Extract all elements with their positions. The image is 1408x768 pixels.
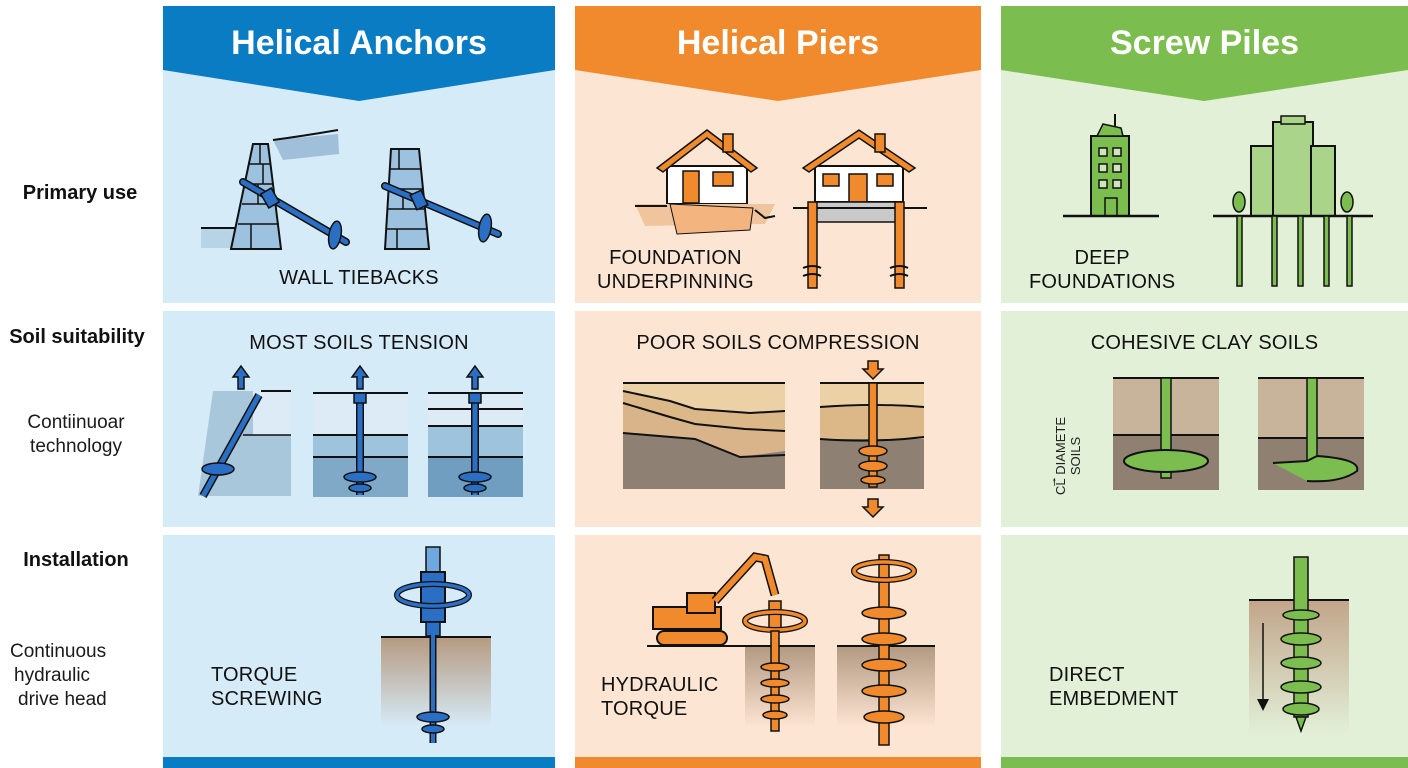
soil-sub-line-2: technology <box>30 436 122 457</box>
piles-primary-line-2: FOUNDATIONS <box>1029 271 1176 293</box>
install-sub-line-2: hydraulic <box>14 665 91 686</box>
row-label-primary-use: Primary use <box>22 182 138 204</box>
piles-title: Screw Piles <box>1109 24 1299 62</box>
row-label-soil-suitability: Soil suitability <box>9 326 145 348</box>
hydraulic-torque-illustration <box>647 552 935 746</box>
install-sub-line-1: Continuous <box>10 641 107 662</box>
piers-install-line-2: TORQUE <box>601 698 688 720</box>
piles-installation-caption: DIRECT EMBEDMENT <box>1049 663 1179 711</box>
piers-footer-bar <box>575 757 981 768</box>
piles-install-line-2: EMBEDMENT <box>1049 688 1179 710</box>
wall-tieback-illustration <box>201 129 502 250</box>
piers-soil-caption: POOR SOILS COMPRESSION <box>636 332 920 354</box>
anchors-footer-bar <box>163 757 555 768</box>
piers-soil-cell: POOR SOILS COMPRESSION <box>575 311 981 527</box>
piers-install-line-1: HYDRAULIC <box>601 674 719 696</box>
piers-title: Helical Piers <box>676 24 880 62</box>
piers-primary-line-1: FOUNDATION <box>609 247 742 269</box>
piles-footer-bar <box>1001 757 1408 768</box>
piles-primary-use-caption: DEEP FOUNDATIONS <box>1029 246 1175 294</box>
piles-header: Screw Piles <box>1001 6 1408 106</box>
row-label-install-sub: Continuous hydraulic drive head <box>0 640 154 712</box>
anchors-install-line-2: SCREWING <box>211 688 323 710</box>
piles-install-line-1: DIRECT <box>1049 664 1125 686</box>
torque-screwing-illustration <box>381 546 491 743</box>
column-helical-anchors: WALL TIEBACKS Helical Anchors <box>163 6 555 768</box>
anchors-installation-caption: TORQUE SCREWING <box>211 663 323 711</box>
anchors-header: Helical Anchors <box>163 6 555 106</box>
piles-soil-cell: COHESIVE CLAY SOILS CL̅̉ DIAMETE SOILS <box>1001 311 1408 527</box>
piers-installation-cell: HYDRAULIC TORQUE <box>575 535 981 768</box>
piles-side-line-2: SOILS <box>1068 436 1083 476</box>
soil-sub-line-1: Contiinuoar <box>27 412 125 433</box>
piles-primary-line-1: DEEP <box>1074 247 1130 269</box>
install-sub-line-3: drive head <box>18 689 107 710</box>
anchors-soil-cell: MOST SOILS TENSION <box>163 311 555 527</box>
column-helical-piers: FOUNDATION UNDERPINNING Helical Piers <box>575 6 981 768</box>
anchors-soil-caption: MOST SOILS TENSION <box>249 332 469 354</box>
anchors-title: Helical Anchors <box>231 24 487 62</box>
tension-soil-illustration <box>198 364 523 498</box>
row-label-installation: Installation <box>23 549 129 571</box>
piers-header: Helical Piers <box>575 6 981 106</box>
column-screw-piles: DEEP FOUNDATIONS Screw Piles COHESIVE CL… <box>1001 6 1408 768</box>
anchors-primary-use-caption: WALL TIEBACKS <box>279 267 439 289</box>
piers-primary-use-caption: FOUNDATION UNDERPINNING <box>597 246 754 294</box>
direct-embedment-illustration <box>1249 556 1349 735</box>
compression-soil-illustration <box>622 360 925 519</box>
row-label-soil-sub: Contiinuoar technology <box>0 411 156 459</box>
anchors-install-line-1: TORQUE <box>211 664 298 686</box>
foundation-underpinning-illustration <box>635 129 927 289</box>
piles-soil-caption: COHESIVE CLAY SOILS <box>1090 332 1319 354</box>
piers-installation-caption: HYDRAULIC TORQUE <box>601 673 718 721</box>
cohesive-clay-illustration <box>1113 377 1364 490</box>
piles-side-line-1: CL̅̉ DIAMETE <box>1053 417 1068 496</box>
piles-installation-cell: DIRECT EMBEDMENT <box>1001 535 1408 768</box>
deep-foundations-illustration <box>1063 114 1373 287</box>
piles-soil-side-label: CL̅̉ DIAMETE SOILS <box>1053 416 1083 496</box>
anchors-installation-cell: TORQUE SCREWING <box>163 535 555 768</box>
piers-primary-line-2: UNDERPINNING <box>597 271 754 293</box>
